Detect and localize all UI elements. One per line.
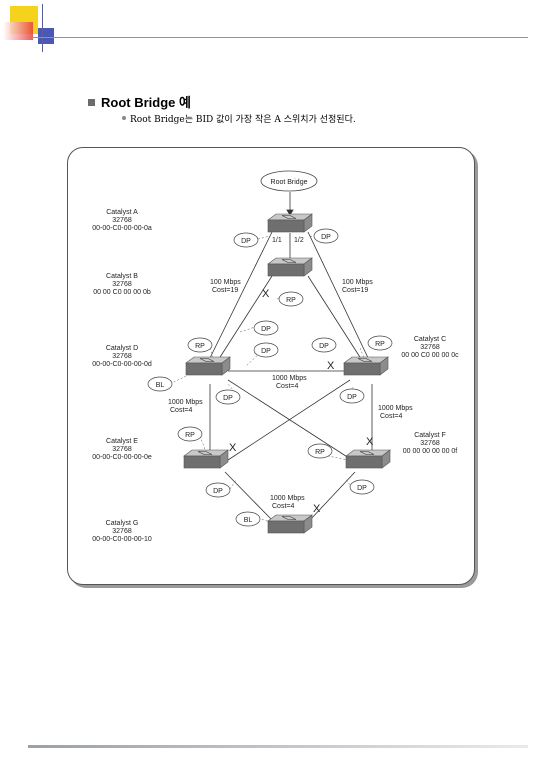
link-f-g xyxy=(309,471,356,521)
link-d-c-speed: 1000 Mbps xyxy=(272,375,307,382)
x-mark-d-c: X xyxy=(327,360,335,372)
switch-c xyxy=(343,356,389,376)
switch-f xyxy=(345,449,391,469)
catalyst-a-name: Catalyst A xyxy=(106,209,138,216)
bullet-text-content: Root Bridge는 BID 값이 가장 작은 A 스위치가 선정된다. xyxy=(130,115,356,125)
role-bubbles xyxy=(147,228,393,527)
catalyst-c-priority: 32768 xyxy=(420,344,440,351)
port-a-right: 1/2 xyxy=(294,237,304,244)
catalyst-g-priority: 32768 xyxy=(112,528,132,535)
role-c-dp2: DP xyxy=(347,394,357,401)
role-mid-dp-1: DP xyxy=(261,326,271,333)
root-bridge-label: Root Bridge xyxy=(271,179,308,186)
role-a-right: DP xyxy=(321,234,331,241)
catalyst-f-mac: 00 00 00 00 00 0f xyxy=(403,448,458,455)
role-g-bl: BL xyxy=(244,517,253,524)
x-mark-f-g: X xyxy=(313,503,321,515)
deco-red-block xyxy=(3,22,33,40)
catalyst-a-priority: 32768 xyxy=(112,217,132,224)
catalyst-d-mac: 00-00-C0-00-00-0d xyxy=(92,361,152,368)
role-mid-dp-2: DP xyxy=(261,348,271,355)
role-d-rp: RP xyxy=(195,343,205,350)
switch-d xyxy=(185,356,231,376)
catalyst-g-info: Catalyst G 32768 00-00-C0-00-00-10 xyxy=(92,520,152,543)
link-a-d-cost: Cost=19 xyxy=(212,287,238,294)
link-a-d xyxy=(207,231,273,363)
link-c-f-speed: 1000 Mbps xyxy=(378,405,413,412)
header-rule xyxy=(28,37,528,38)
blocked-marks: X X X X X xyxy=(229,288,374,515)
link-d-e-cost: Cost=4 xyxy=(170,407,192,414)
catalyst-d-info: Catalyst D 32768 00-00-C0-00-00-0d xyxy=(92,345,152,368)
deco-vline xyxy=(42,4,43,52)
catalyst-d-priority: 32768 xyxy=(112,353,132,360)
catalyst-d-name: Catalyst D xyxy=(106,345,138,352)
square-bullet-icon xyxy=(88,99,95,106)
catalyst-e-name: Catalyst E xyxy=(106,438,138,445)
link-a-d-speed: 100 Mbps xyxy=(210,279,241,286)
catalyst-e-mac: 00-00-C0-00-00-0e xyxy=(92,454,152,461)
role-a-left: DP xyxy=(241,238,251,245)
link-d-e-speed: 1000 Mbps xyxy=(168,399,203,406)
link-c-f-cost: Cost=4 xyxy=(380,413,402,420)
catalyst-c-mac: 00 00 C0 00 00 0c xyxy=(401,352,459,359)
link-e-g-speed: 1000 Mbps xyxy=(270,495,305,502)
link-a-c xyxy=(307,231,371,363)
catalyst-f-priority: 32768 xyxy=(420,440,440,447)
catalyst-f-info: Catalyst F 32768 00 00 00 00 00 0f xyxy=(403,432,458,455)
link-b-d xyxy=(214,275,273,366)
link-e-g xyxy=(224,471,273,521)
x-mark-b-d: X xyxy=(262,288,270,300)
role-f-rp: RP xyxy=(315,449,325,456)
switch-e xyxy=(183,449,229,469)
leaders xyxy=(169,235,365,523)
switch-g xyxy=(267,514,313,534)
role-e-rp: RP xyxy=(185,432,195,439)
catalyst-a-mac: 00-00-C0-00-00-0a xyxy=(92,225,152,232)
page-title: Root Bridge 예 xyxy=(88,92,191,111)
catalyst-c-info: Catalyst C 32768 00 00 C0 00 00 0c xyxy=(401,336,459,359)
switch-b xyxy=(267,257,313,277)
link-c-e xyxy=(227,379,351,461)
link-d-f xyxy=(227,379,353,461)
link-b-c xyxy=(307,275,366,366)
role-d-bl: BL xyxy=(156,382,165,389)
page-title-text: Root Bridge 예 xyxy=(101,95,191,110)
switch-a xyxy=(267,213,313,233)
role-b-rp: RP xyxy=(286,297,296,304)
catalyst-g-mac: 00-00-C0-00-00-10 xyxy=(92,536,152,543)
link-e-g-cost: Cost=4 xyxy=(272,503,294,510)
link-a-c-cost: Cost=19 xyxy=(342,287,368,294)
catalyst-g-name: Catalyst G xyxy=(106,520,139,527)
catalyst-f-name: Catalyst F xyxy=(414,432,446,439)
catalyst-a-info: Catalyst A 32768 00-00-C0-00-00-0a xyxy=(92,209,152,232)
role-c-rp: RP xyxy=(375,341,385,348)
catalyst-b-priority: 32768 xyxy=(112,281,132,288)
bullet-text: Root Bridge는 BID 값이 가장 작은 A 스위치가 선정된다. xyxy=(122,112,356,125)
role-f-dp: DP xyxy=(357,485,367,492)
root-arrow-head xyxy=(286,209,294,216)
links xyxy=(207,192,373,521)
role-c-dp: DP xyxy=(319,343,329,350)
catalyst-b-name: Catalyst B xyxy=(106,273,138,280)
port-a-left: 1/1 xyxy=(272,237,282,244)
catalyst-e-info: Catalyst E 32768 00-00-C0-00-00-0e xyxy=(92,438,152,461)
role-e-dp: DP xyxy=(213,488,223,495)
footer-rule xyxy=(28,745,528,748)
x-mark-c-f: X xyxy=(366,436,374,448)
catalyst-b-info: Catalyst B 32768 00 00 C0 00 00 0b xyxy=(93,273,151,296)
role-d-dp: DP xyxy=(223,395,233,402)
catalyst-e-priority: 32768 xyxy=(112,446,132,453)
catalyst-c-name: Catalyst C xyxy=(414,336,446,343)
dot-bullet-icon xyxy=(122,116,126,120)
link-a-c-speed: 100 Mbps xyxy=(342,279,373,286)
x-mark-c-e: X xyxy=(229,442,237,454)
link-d-c-cost: Cost=4 xyxy=(276,383,298,390)
catalyst-b-mac: 00 00 C0 00 00 0b xyxy=(93,289,151,296)
root-bridge-bubble xyxy=(260,170,318,192)
